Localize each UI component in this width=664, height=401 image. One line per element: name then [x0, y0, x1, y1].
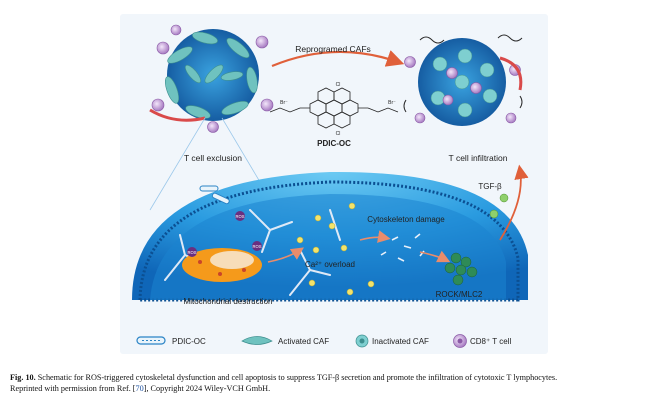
tumor-cluster-left [149, 24, 274, 133]
br-right-label: Br⁻ [388, 100, 396, 106]
calcium-ions [296, 202, 375, 296]
cd8-t-cell-icon [453, 334, 467, 348]
figure-caption: Fig. 10. Schematic for ROS-triggered cyt… [10, 372, 656, 394]
cl-bottom-label: Cl [336, 131, 341, 137]
caption-text: Schematic for ROS-triggered cytoskeletal… [37, 373, 558, 382]
pdic-oc-particles [199, 185, 230, 205]
broken-filaments [380, 233, 425, 262]
br-left-label: Br⁻ [280, 100, 288, 106]
mitochondrial-destruction-label: Mitochondrial destruction [184, 297, 273, 306]
ros-tag: ROS [235, 214, 244, 219]
cell-cross-section [132, 171, 528, 302]
legend-label-cd8-t-cell: CD8⁺ T cell [470, 337, 511, 346]
reprogram-arrow [271, 50, 405, 68]
cytoskeleton-damage-label: Cytoskeleton damage [367, 215, 445, 224]
tgf-beta-molecules [489, 193, 509, 219]
tgf-arrow [499, 164, 529, 241]
legend-label-pdic-oc: PDIC-OC [172, 337, 206, 346]
legend-label-activated-caf: Activated CAF [278, 337, 329, 346]
pdic-oc-icon [136, 336, 166, 345]
tgf-beta-label: TGF-β [478, 182, 502, 191]
inactivated-caf-icon [355, 334, 369, 348]
rock-mlc2-cluster [444, 252, 478, 286]
legend [136, 334, 467, 348]
reprogramed-cafs-label: Reprogramed CAFs [295, 44, 371, 54]
mitochondria [182, 248, 262, 282]
legend-label-inactivated-caf: Inactivated CAF [372, 337, 429, 346]
activated-caf-icon [241, 336, 273, 345]
reprint-post: ], Copyright 2024 Wiley-VCH GmbH. [143, 384, 271, 393]
ros-tag: ROS [187, 250, 196, 255]
ros-tag: ROS [252, 244, 261, 249]
reprint-pre: Reprinted with permission from Ref. [ [10, 384, 136, 393]
figure-number: Fig. 10. [10, 373, 36, 382]
cl-top-label: Cl [336, 82, 341, 88]
pdic-oc-title: PDIC-OC [317, 139, 351, 148]
t-cell-infiltration-label: T cell infiltration [449, 153, 508, 163]
ros-tags: ROS ROS ROS [187, 211, 262, 257]
reference-link[interactable]: 70 [135, 384, 144, 393]
calcium-overload-label: Ca²⁺ overload [305, 260, 355, 269]
rock-mlc2-label: ROCK/MLC2 [436, 290, 483, 299]
tumor-cluster-right [403, 34, 523, 126]
zoom-lines [149, 117, 261, 211]
pathway-arrows [267, 230, 451, 263]
pdic-oc-molecule [269, 87, 399, 129]
t-cell-exclusion-label: T cell exclusion [184, 153, 242, 163]
